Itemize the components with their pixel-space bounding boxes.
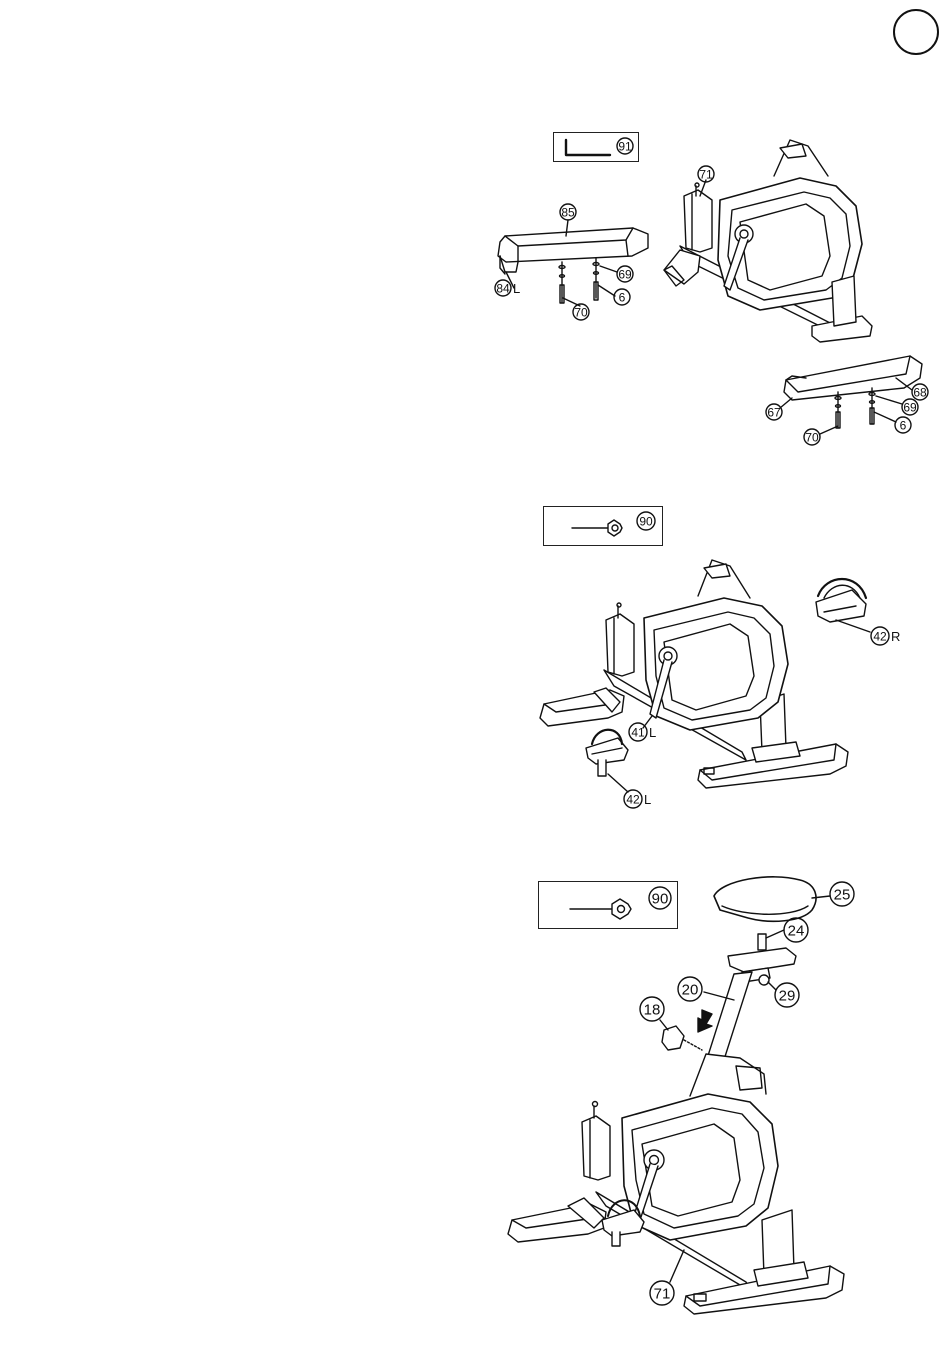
seat bbox=[714, 877, 816, 921]
callout-18: 18 bbox=[644, 1002, 661, 1019]
callout-71-step1: 71 bbox=[699, 168, 713, 182]
callout-24: 24 bbox=[788, 923, 805, 940]
pedal-right bbox=[816, 579, 866, 622]
callout-67: 67 bbox=[767, 406, 781, 420]
callout-70b: 70 bbox=[805, 431, 819, 445]
callout-68: 68 bbox=[913, 386, 927, 400]
callout-69a: 69 bbox=[618, 268, 632, 282]
callout-6a: 6 bbox=[619, 291, 626, 305]
step2-group: 90 bbox=[540, 512, 900, 808]
seat-post bbox=[706, 972, 752, 1066]
callout-71-step3: 71 bbox=[654, 1286, 671, 1303]
step3-group: 90 25 24 29 20 bbox=[508, 877, 854, 1314]
bike-frame-step3 bbox=[508, 1054, 844, 1314]
callout-84: 84 bbox=[496, 282, 510, 296]
bike-frame-step1 bbox=[664, 140, 872, 342]
insert-arrow bbox=[698, 1010, 712, 1032]
bike-frame-step2 bbox=[540, 560, 848, 788]
callout-6b: 6 bbox=[900, 419, 907, 433]
callout-25: 25 bbox=[834, 887, 851, 904]
callout-91: 91 bbox=[618, 140, 632, 154]
pedal-wrench-icon bbox=[572, 520, 622, 536]
pedal-left bbox=[586, 730, 628, 776]
callout-29: 29 bbox=[779, 988, 796, 1005]
callout-41-side: L bbox=[649, 725, 656, 740]
callout-84-side: L bbox=[513, 281, 520, 296]
callout-20: 20 bbox=[682, 982, 699, 999]
callout-90-step2: 90 bbox=[639, 515, 653, 529]
callout-85: 85 bbox=[561, 206, 575, 220]
pedal-wrench-icon-step3 bbox=[570, 899, 631, 919]
allen-key-icon bbox=[566, 140, 610, 155]
callout-42r-side: R bbox=[891, 629, 900, 644]
callout-70a: 70 bbox=[574, 306, 588, 320]
callout-42l: 42 bbox=[626, 793, 640, 807]
step1-group: 91 85 84 L bbox=[495, 138, 928, 445]
callout-41: 41 bbox=[631, 726, 645, 740]
rear-stabilizer-bolts bbox=[559, 258, 599, 303]
callout-42l-side: L bbox=[644, 792, 651, 807]
callout-69b: 69 bbox=[903, 401, 917, 415]
callout-90-step3: 90 bbox=[652, 891, 669, 908]
callout-42r: 42 bbox=[873, 630, 887, 644]
